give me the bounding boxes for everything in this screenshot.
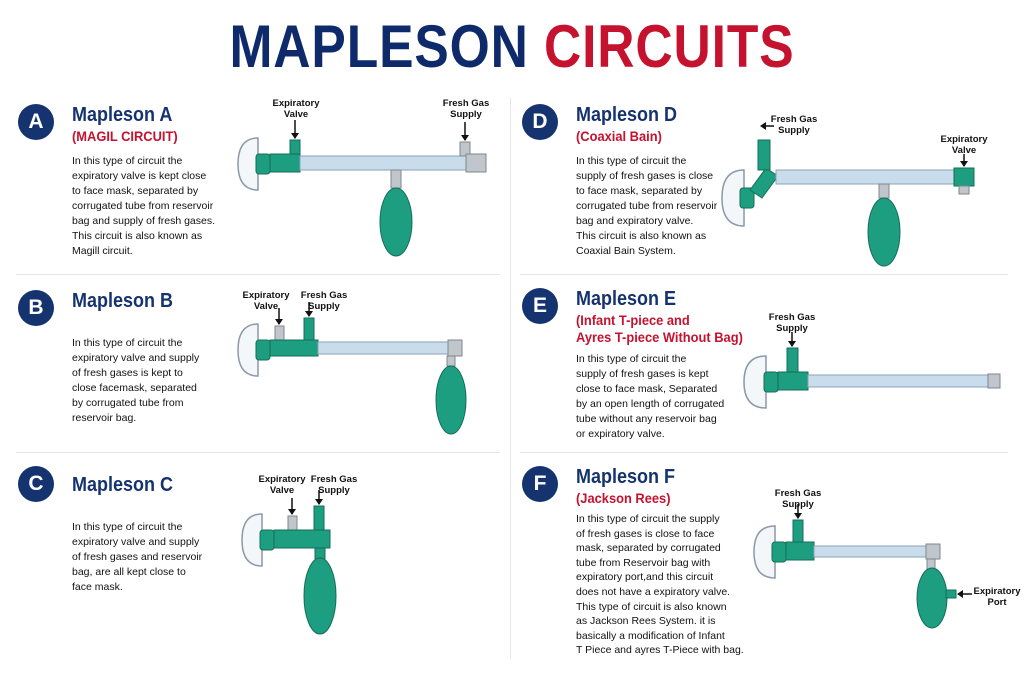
t-connector — [269, 153, 301, 173]
row-divider-right-1 — [520, 274, 1008, 275]
reservoir-bag — [867, 197, 901, 267]
expiratory-valve — [287, 515, 298, 531]
face-mask — [237, 137, 271, 191]
corrugated-tube — [813, 545, 927, 558]
page-title: MAPLESON CIRCUITS — [72, 14, 953, 80]
circuit-diagram-c — [241, 490, 337, 635]
panel-mapleson-a: A Mapleson A (MAGIL CIRCUIT) In this typ… — [18, 98, 518, 284]
end-fitting — [465, 153, 487, 173]
fresh-gas-inlet — [313, 505, 325, 531]
fresh-gas-inlet — [459, 141, 471, 157]
panel-letter-badge: A — [18, 104, 54, 140]
panel-mapleson-b: B Mapleson B In this type of circuit the… — [18, 290, 518, 470]
corrugated-tube — [807, 374, 989, 388]
panel-letter-badge: C — [18, 466, 54, 502]
end-fitting — [987, 373, 1001, 389]
panel-letter-badge: F — [522, 466, 558, 502]
panel-letter-badge: E — [522, 288, 558, 324]
fresh-gas-inlet — [786, 347, 799, 375]
valve-cap — [958, 185, 970, 195]
bag-connector — [926, 558, 936, 570]
fresh-gas-inlet — [303, 317, 315, 341]
column-divider — [510, 98, 511, 658]
reservoir-bag — [379, 187, 413, 257]
panel-subtitle: (MAGIL CIRCUIT) — [72, 128, 178, 144]
panel-title: Mapleson A — [72, 104, 173, 126]
fresh-gas-inlet — [792, 519, 804, 545]
row-divider-left-2 — [16, 452, 500, 453]
circuit-diagram-b — [237, 302, 467, 435]
title-word-circuits: CIRCUITS — [543, 13, 795, 80]
panel-subtitle: (Coaxial Bain) — [576, 128, 662, 144]
end-fitting — [447, 339, 463, 357]
face-mask — [743, 355, 779, 409]
panel-title: Mapleson B — [72, 290, 174, 312]
circuit-diagram-e — [743, 332, 1001, 409]
panel-title: Mapleson D — [576, 104, 678, 126]
title-word-mapleson: MAPLESON — [229, 13, 529, 80]
panel-subtitle: (Jackson Rees) — [576, 490, 671, 506]
reservoir-bag — [916, 567, 948, 629]
panel-mapleson-f: F Mapleson F (Jackson Rees) In this type… — [522, 466, 1022, 656]
circuit-diagram-a — [237, 120, 487, 257]
face-mask — [241, 513, 275, 567]
t-connector — [273, 529, 331, 549]
fresh-gas-inlet — [757, 139, 771, 171]
panel-letter-badge: B — [18, 290, 54, 326]
corrugated-tube — [775, 169, 955, 185]
t-connector — [785, 541, 815, 561]
panel-mapleson-c: C Mapleson C In this type of circuit the… — [18, 466, 518, 646]
expiratory-valve — [953, 167, 975, 187]
corrugated-tube — [317, 341, 449, 355]
panel-title: Mapleson E — [576, 288, 677, 310]
panel-letter-badge: D — [522, 104, 558, 140]
t-connector — [269, 339, 319, 357]
t-connector — [777, 371, 809, 391]
panel-mapleson-d: D Mapleson D (Coaxial Bain) In this type… — [522, 104, 1022, 284]
row-divider-left-1 — [16, 274, 500, 275]
corrugated-tube — [299, 155, 467, 171]
expiratory-port — [945, 589, 957, 599]
panel-title: Mapleson C — [72, 474, 174, 496]
reservoir-bag — [303, 557, 337, 635]
face-mask — [753, 525, 787, 579]
circuit-diagram-d — [721, 122, 975, 267]
face-mask — [721, 169, 755, 227]
reservoir-bag — [435, 365, 467, 435]
bag-connector — [390, 169, 402, 189]
end-fitting — [925, 543, 941, 560]
panel-title: Mapleson F — [576, 466, 676, 488]
row-divider-right-2 — [520, 452, 1008, 453]
expiratory-valve — [289, 139, 301, 155]
bag-connector — [446, 355, 456, 367]
bag-connector — [878, 183, 890, 199]
circuit-diagram-f — [753, 504, 972, 629]
face-mask — [237, 323, 271, 377]
expiratory-valve — [274, 325, 285, 341]
